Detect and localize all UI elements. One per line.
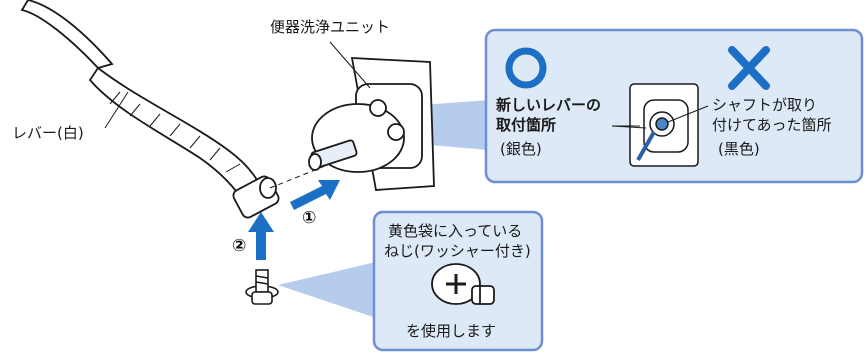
step1-arrow-icon [290,180,340,210]
ng-text-line1: シャフトが取り [712,96,818,114]
screw-sketch [245,269,279,305]
unit-label-leader [329,41,371,89]
unit-detail-sketch [611,83,699,167]
screw-box-line1: 黄色袋に入っている [388,222,523,240]
flush-unit-sketch [308,57,435,191]
unit-title-label: 便器洗浄ユニット [270,18,391,36]
lever-sketch [20,0,280,219]
screw-box-line3: を使用します [406,322,497,340]
ok-text-line2: 取付箇所 [496,116,557,134]
step2-label: ② [232,236,247,256]
screw-box-line2: ねじ(ワッシャー付き) [384,242,531,260]
ng-text-line2: 付けてあった箇所 [712,116,832,134]
lever-label: レバー(白) [12,124,84,142]
screw-detail-sketch [431,263,495,305]
detail-leader-lines [612,105,709,127]
step2-arrow-icon [248,212,274,260]
ok-text-line1: 新しいレバーの [496,96,602,114]
ok-circle-icon [505,47,547,89]
ng-text-line3: (黒色) [718,140,760,158]
lever-label-leader [104,91,129,129]
screw-callout-wedge [278,262,376,318]
alignment-guide [269,163,331,189]
ok-text-line3: (銀色) [500,140,542,158]
step1-label: ① [302,208,317,228]
ng-cross-icon [728,46,770,90]
